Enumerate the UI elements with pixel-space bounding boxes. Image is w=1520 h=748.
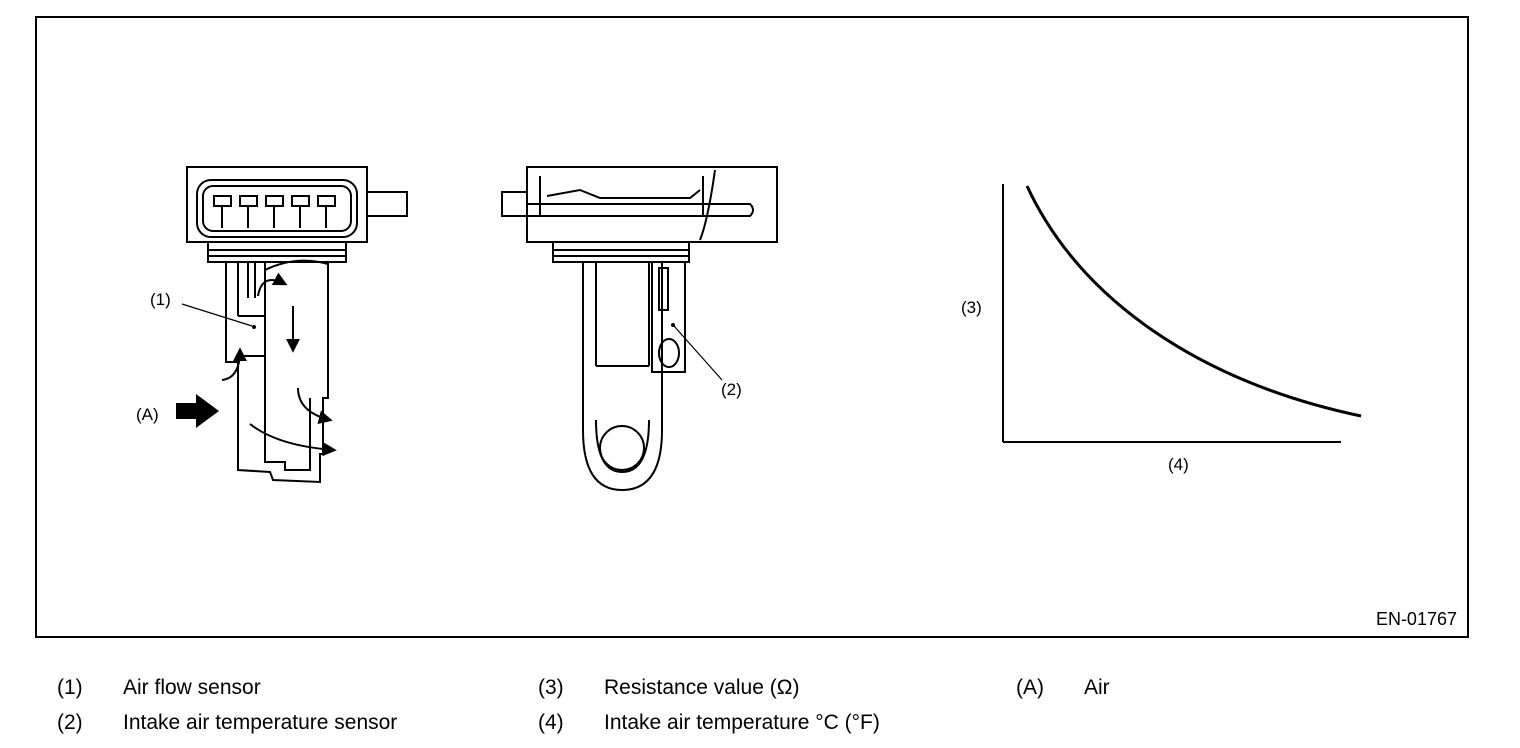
legend-text: Air <box>1084 676 1110 699</box>
air-flow-sensor-drawing <box>186 166 408 484</box>
callout-3-label: (3) <box>961 298 982 317</box>
legend-text: Intake air temperature °C (°F) <box>604 711 880 734</box>
legend-text: Resistance value (Ω) <box>604 676 800 699</box>
air-inflow-arrow <box>176 394 219 428</box>
legend-number: (3) <box>538 676 564 699</box>
intake-temp-sensor-drawing <box>501 166 778 492</box>
callout-2-label: (2) <box>721 380 742 399</box>
callout-1-label: (1) <box>150 290 171 309</box>
callout-a-label: (A) <box>136 405 159 424</box>
callout-2-leader <box>673 325 723 381</box>
airflow-arrows <box>221 272 337 457</box>
callout-4-label: (4) <box>1168 455 1189 474</box>
figure-id: EN-01767 <box>1375 609 1457 629</box>
callout-1-leader <box>181 303 253 327</box>
figure-frame: EN-01767 <box>35 16 1469 638</box>
resistance-temperature-graph <box>1002 184 1362 443</box>
legend-text: Air flow sensor <box>123 676 261 699</box>
legend-number: (4) <box>538 711 564 734</box>
legend-text: Intake air temperature sensor <box>123 711 398 734</box>
legend-number: (A) <box>1016 676 1044 699</box>
resistance-curve <box>1025 185 1362 418</box>
legend-number: (2) <box>57 711 83 734</box>
legend-number: (1) <box>57 676 83 699</box>
